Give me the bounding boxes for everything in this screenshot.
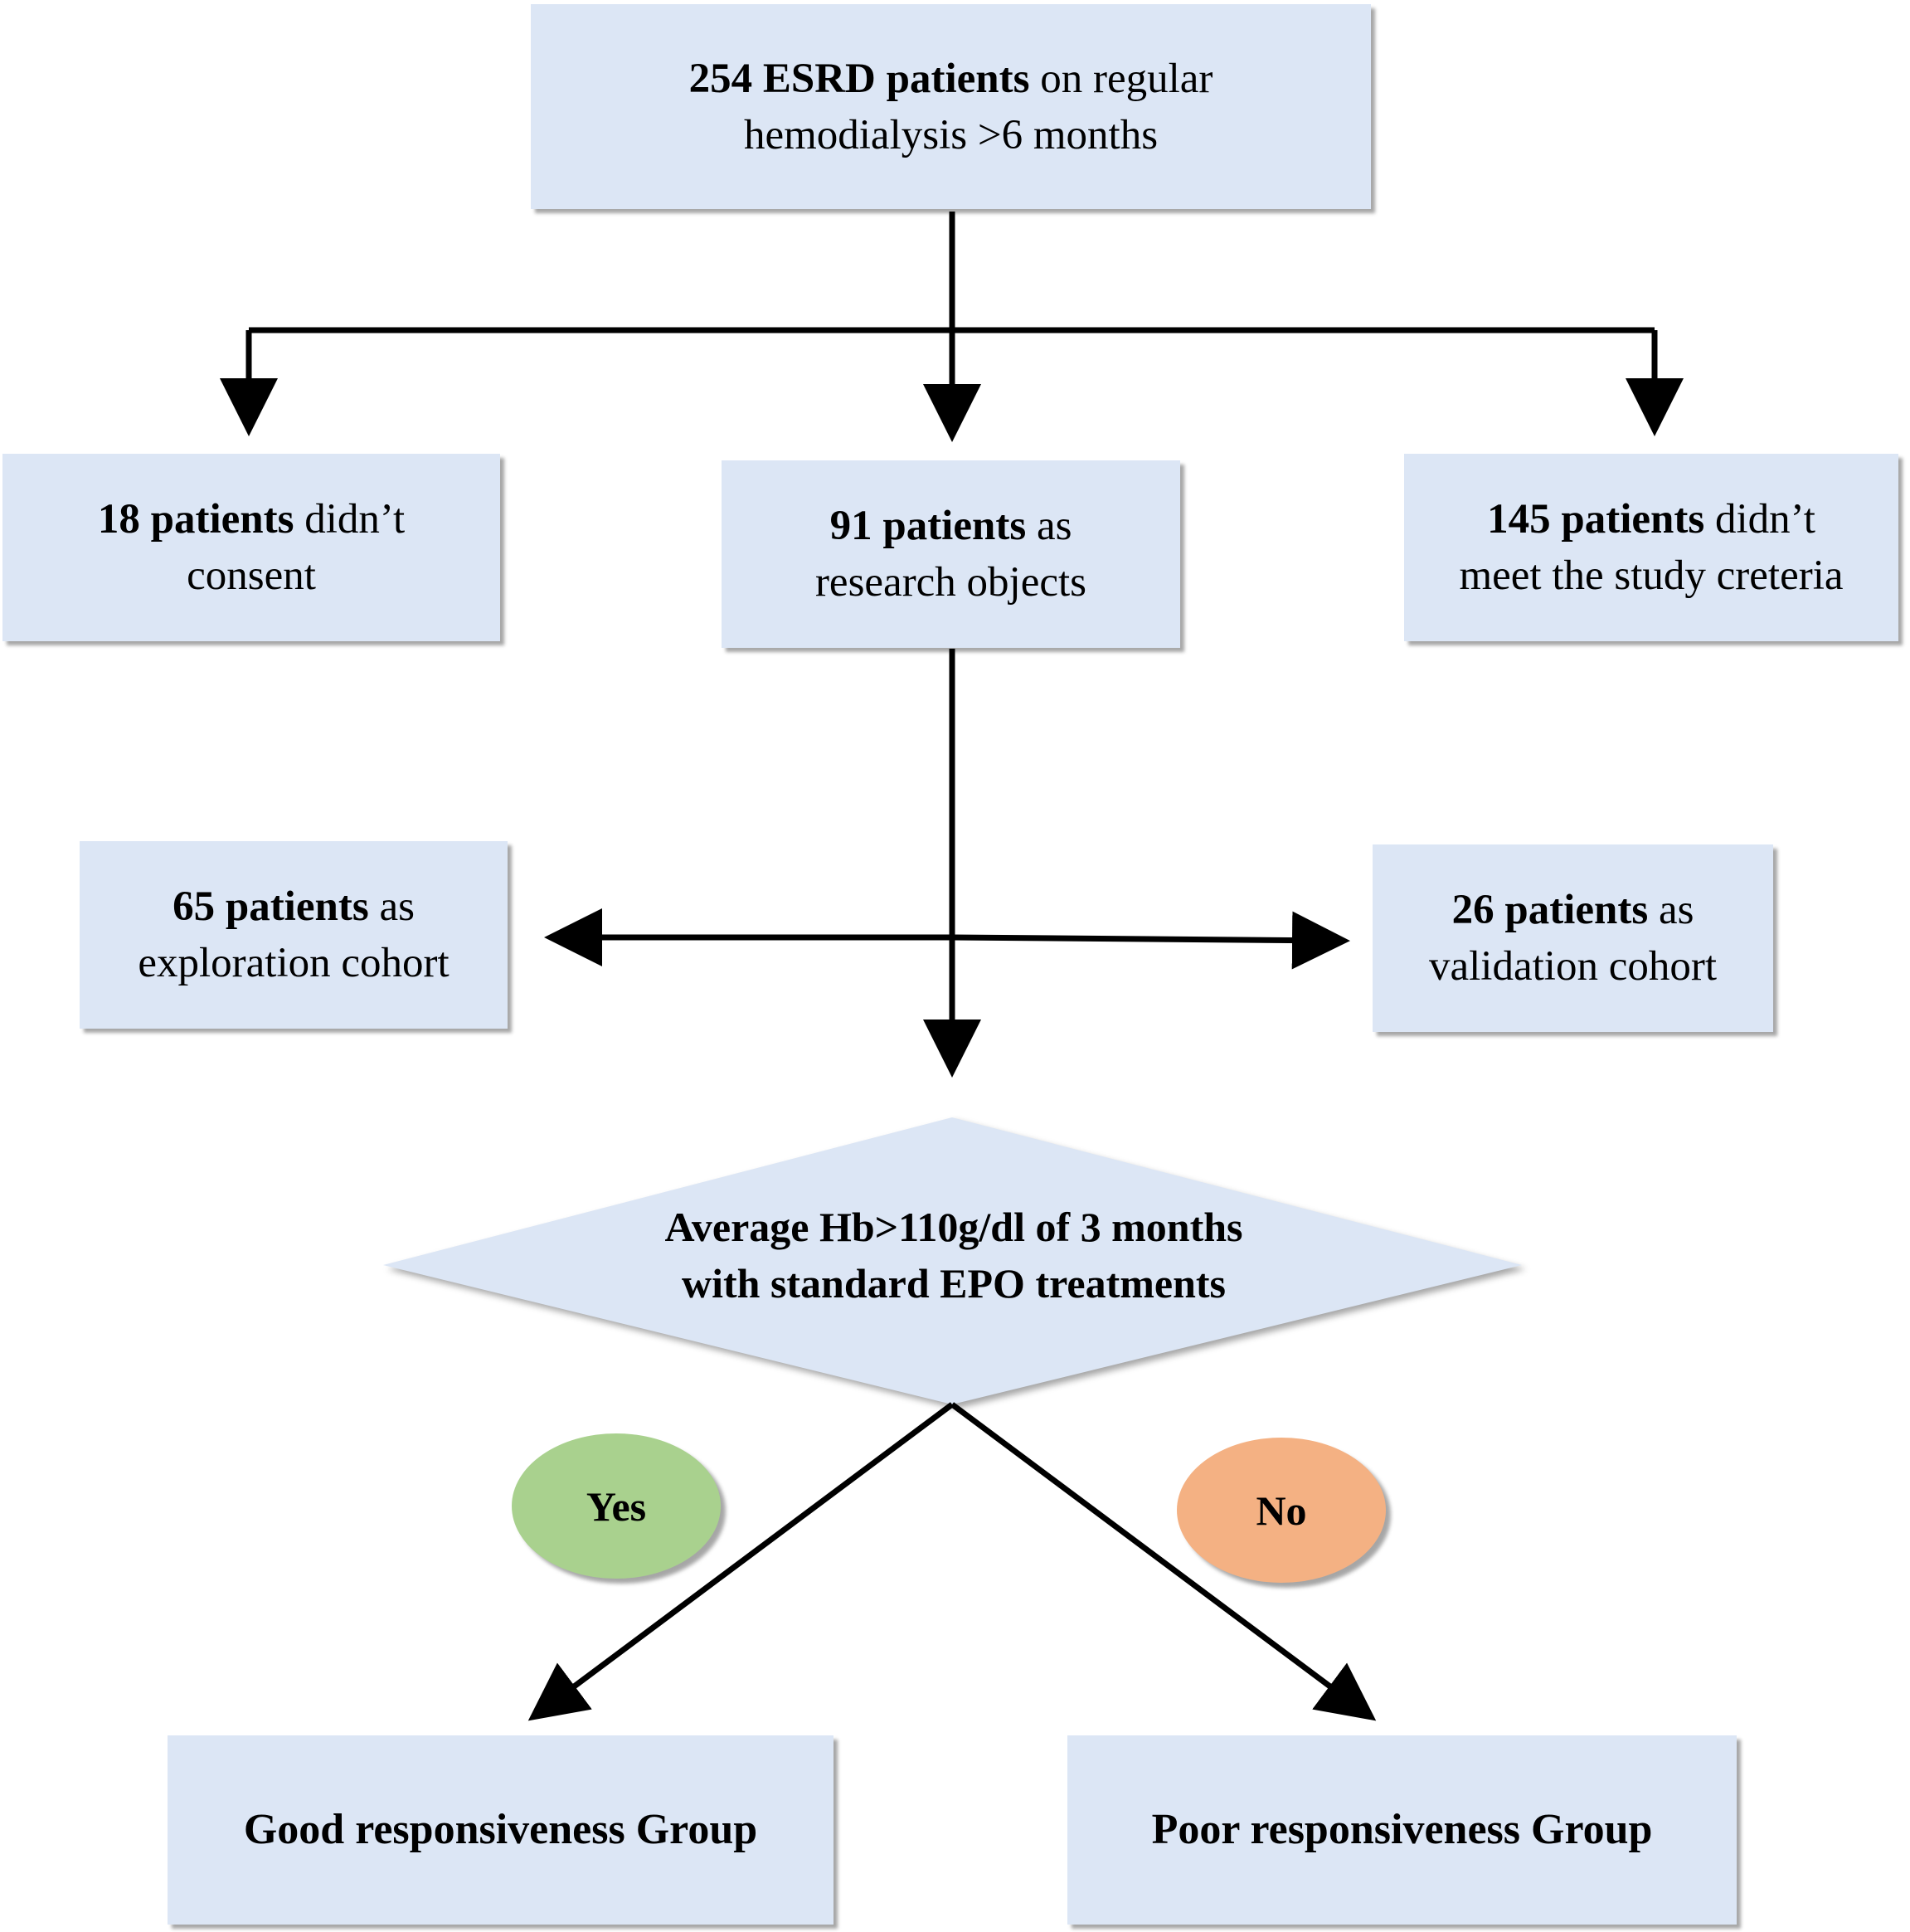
arrow-to-good-group xyxy=(527,1402,955,1721)
decision-diamond xyxy=(383,1117,1522,1404)
poor-group-label: Poor responsiveness Group xyxy=(1151,1806,1653,1853)
esrd-count-bold: 254 ESRD patients xyxy=(688,55,1030,102)
not-meet-line1-rest: didn’t xyxy=(1704,496,1815,543)
box-poor-responsiveness: Poor responsiveness Group xyxy=(1067,1735,1737,1925)
exploration-line1-rest: as xyxy=(368,883,415,930)
arrow-to-validation-cohort xyxy=(951,911,1350,970)
validation-count-bold: 26 patients xyxy=(1451,887,1649,933)
box-esrd-patients: 254 ESRD patients on regular hemodialysi… xyxy=(531,4,1371,209)
validation-line1-rest: as xyxy=(1648,887,1694,933)
yes-oval: Yes xyxy=(512,1433,721,1579)
no-consent-count-bold: 18 patients xyxy=(97,496,294,543)
esrd-line1-rest: on regular xyxy=(1029,55,1213,102)
research-line2: research objects xyxy=(814,559,1087,606)
research-count-bold: 91 patients xyxy=(829,503,1027,549)
validation-line2: validation cohort xyxy=(1429,943,1717,990)
box-no-consent: 18 patients didn’t consent xyxy=(2,454,500,641)
no-oval: No xyxy=(1177,1438,1386,1583)
box-not-meet-criteria: 145 patients didn’t meet the study crete… xyxy=(1404,454,1898,641)
no-label: No xyxy=(1256,1487,1307,1534)
arrow-to-poor-group xyxy=(950,1402,1377,1721)
box-validation-cohort: 26 patients as validation cohort xyxy=(1373,844,1773,1032)
exploration-line2: exploration cohort xyxy=(138,940,450,986)
exploration-count-bold: 65 patients xyxy=(173,883,369,930)
good-group-label: Good responsiveness Group xyxy=(243,1806,758,1853)
research-line1-rest: as xyxy=(1026,503,1072,549)
esrd-line2: hemodialysis >6 months xyxy=(743,111,1159,158)
no-consent-line2: consent xyxy=(187,552,316,599)
box-research-objects: 91 patients as research objects xyxy=(722,460,1180,648)
decision-line2: with standard EPO treatments xyxy=(681,1260,1226,1307)
no-consent-line1-rest: didn’t xyxy=(294,496,406,543)
decision-text: Average Hb>110g/dl of 3 months with stan… xyxy=(464,1199,1443,1312)
not-meet-line2: meet the study creteria xyxy=(1459,552,1844,599)
decision-line1: Average Hb>110g/dl of 3 months xyxy=(664,1204,1243,1250)
yes-label: Yes xyxy=(586,1482,647,1530)
box-good-responsiveness: Good responsiveness Group xyxy=(168,1735,833,1925)
not-meet-count-bold: 145 patients xyxy=(1487,496,1705,543)
box-exploration-cohort: 65 patients as exploration cohort xyxy=(80,841,508,1029)
